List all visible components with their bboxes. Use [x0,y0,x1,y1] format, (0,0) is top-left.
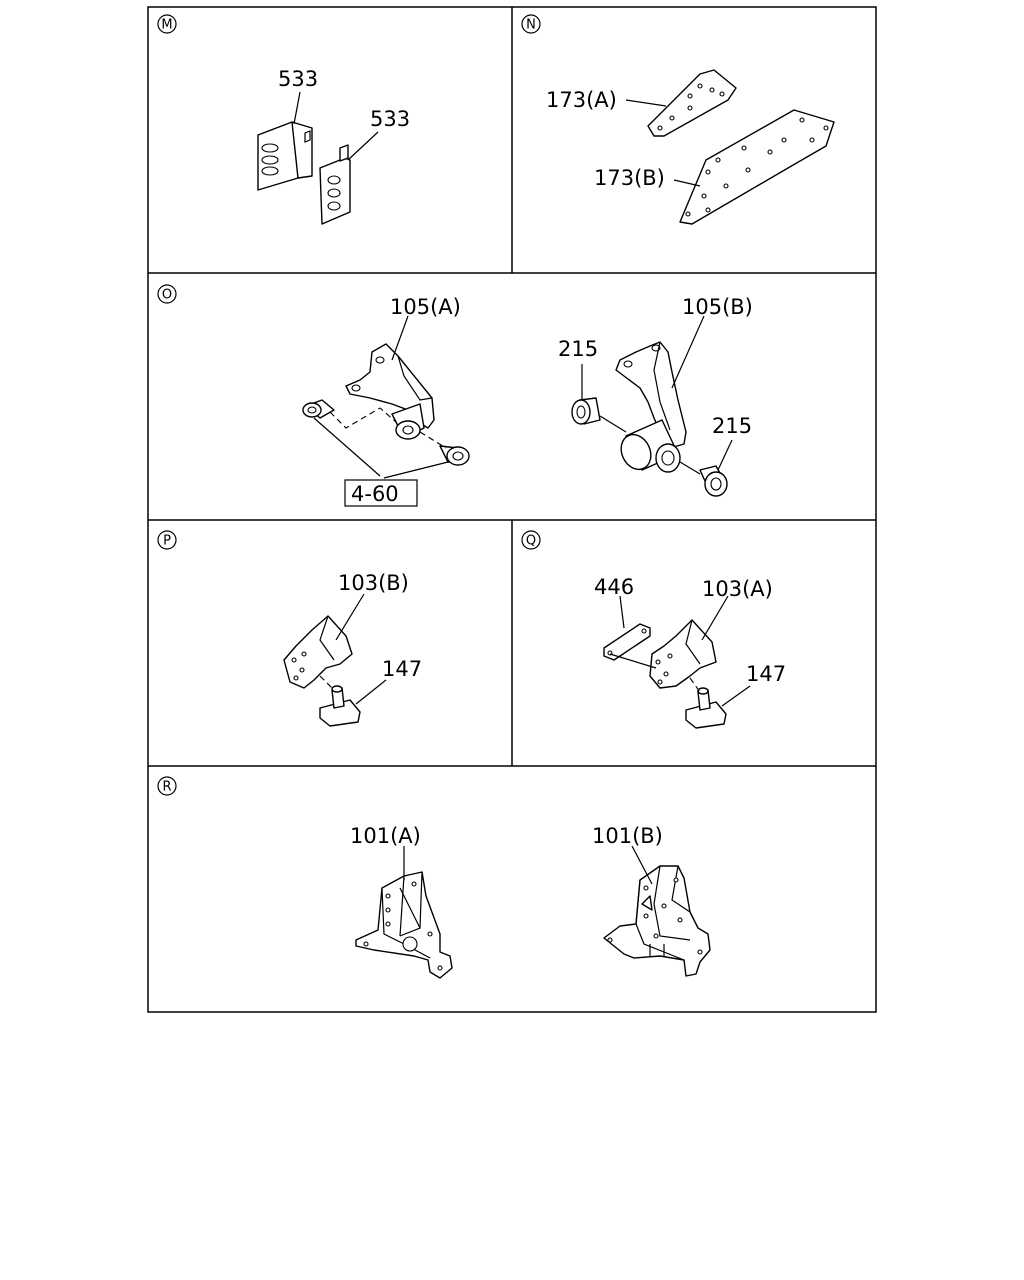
part-label: 101(A) [350,824,421,848]
hanger-105b [615,341,687,473]
part-label: 101(B) [592,824,663,848]
section-marker-circle [521,530,541,550]
bracket-101b [603,865,711,977]
part-label: 147 [746,662,786,686]
reference-label: 4-60 [351,482,399,506]
plate-446 [603,623,651,661]
bushing-215-right [699,465,728,497]
section-marker-circle [157,14,177,34]
section-q: Q 446 103(A) 147 [521,530,786,729]
part-label: 105(B) [682,295,753,319]
section-marker-circle [157,776,177,796]
section-p: P 103(B) 147 [157,530,422,727]
section-marker-circle [157,284,177,304]
plate-173b [679,109,835,225]
section-o: O 4-60 105(A) [157,284,753,507]
part-label: 173(A) [546,88,617,112]
part-label: 105(A) [390,295,461,319]
stud-147 [685,687,727,729]
section-marker-q: Q [526,534,536,549]
reference-box [344,479,418,507]
part-label: 173(B) [594,166,665,190]
bracket-533-right [319,144,351,225]
section-n: N 173(A) [521,14,835,225]
part-label: 103(B) [338,571,409,595]
bushing-right [439,445,470,466]
bracket-533-left [257,121,313,191]
bracket-103b [283,615,353,689]
section-marker-m: M [161,18,172,33]
section-marker-circle [521,14,541,34]
section-r: R [157,776,711,979]
section-marker-o: O [162,288,172,303]
part-label: 103(A) [702,577,773,601]
plate-173a [647,69,737,137]
section-marker-circle [157,530,177,550]
section-marker-p: P [163,534,171,549]
part-label: 533 [370,107,410,131]
part-label: 533 [278,67,318,91]
hanger-105a [345,343,435,440]
bracket-101a [355,871,453,979]
bushing-215-left [571,397,601,425]
part-label: 215 [712,414,752,438]
part-label: 215 [558,337,598,361]
bushing-left [302,399,335,419]
section-m: M 533 533 [157,14,410,225]
section-marker-r: R [162,780,171,795]
section-marker-n: N [526,18,536,33]
part-label: 446 [594,575,634,599]
part-label: 147 [382,657,422,681]
bracket-103a [649,619,717,689]
stud-147 [319,685,361,727]
